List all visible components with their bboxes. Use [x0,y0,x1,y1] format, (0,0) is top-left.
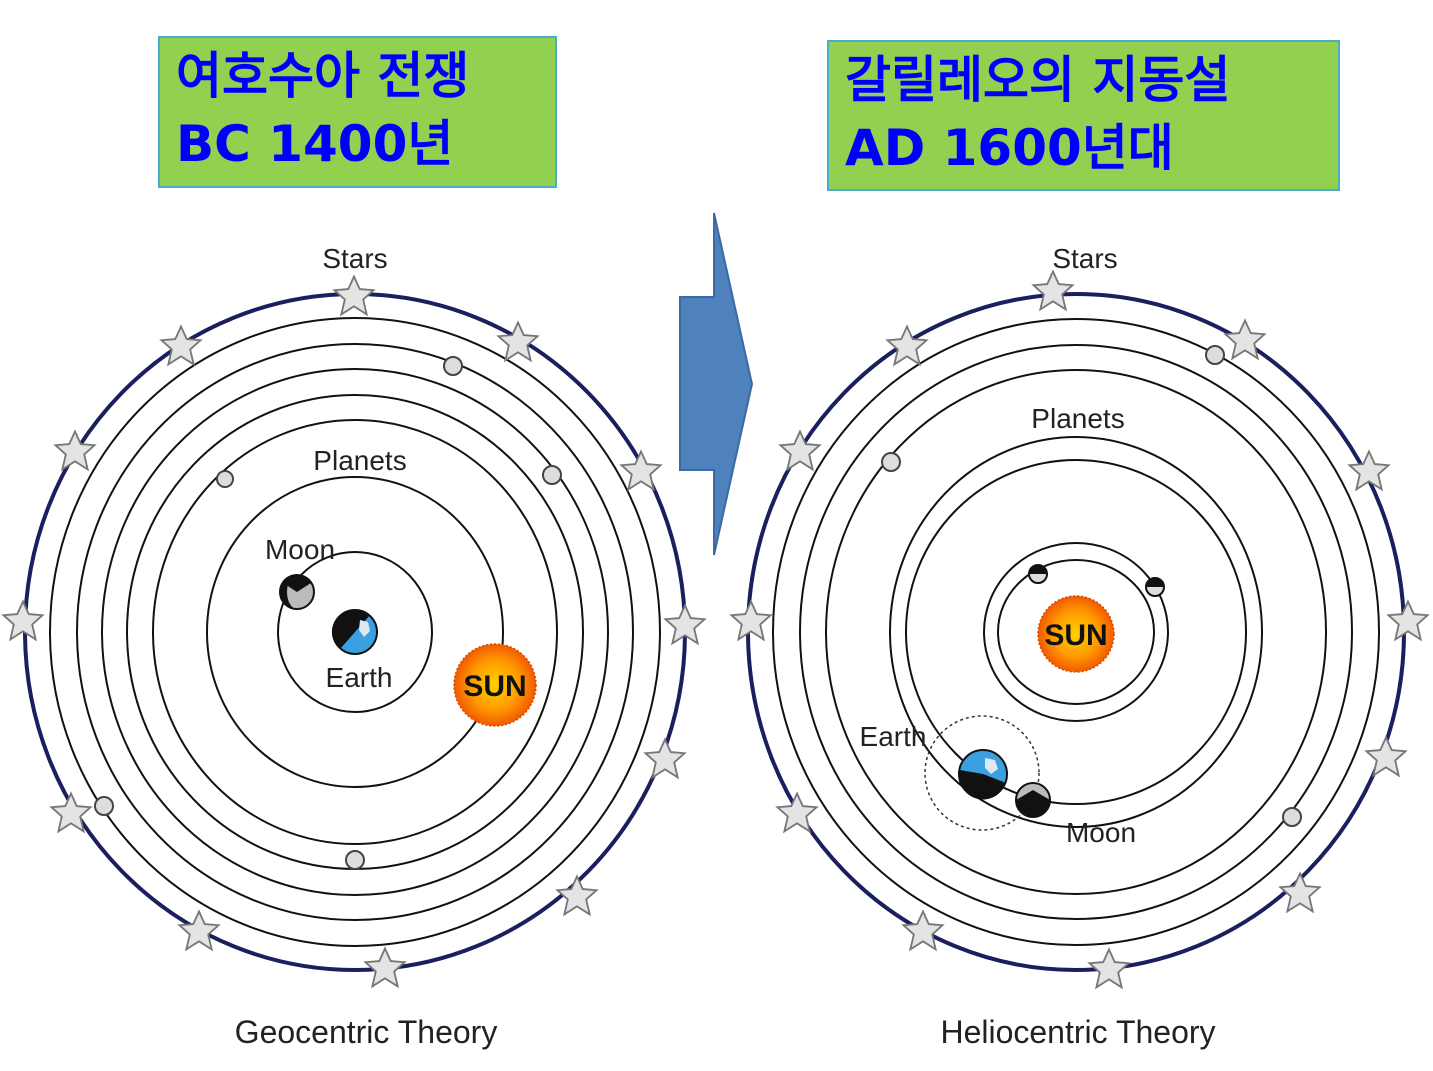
helio-orbit [983,542,1169,722]
star-icon [779,430,821,471]
title-left-line2: BC 1400년 [176,115,454,173]
geo-orbit [152,419,558,845]
star-icon [160,325,202,366]
helio-planet [1282,807,1302,827]
star-icon [54,430,96,471]
geo-orbit [49,317,661,947]
title-left-line1: 여호수아 전쟁 [176,47,470,105]
helio-inner-planet [1028,564,1048,584]
title-box-left: 여호수아 전쟁 BC 1400년 [158,36,557,188]
helio-inner-planet [1145,577,1165,597]
helio-earth-label: Earth [860,721,927,752]
geo-planet [94,796,114,816]
geo-earth-label: Earth [326,662,393,693]
helio-orbit [889,436,1263,828]
star-icon [730,600,772,641]
geocentric-diagram: Stars Planets Moon Earth SUN Geocentric … [2,243,706,1050]
geo-stars-label: Stars [322,243,387,274]
geo-sun-label: SUN [463,670,526,703]
helio-stars-label: Stars [1052,243,1117,274]
star-icon [1365,736,1407,777]
star-icon [1279,872,1321,913]
star-icon [556,875,598,916]
helio-moon-label: Moon [1066,817,1136,848]
title-right-line2: AD 1600년대 [845,119,1174,177]
star-icon [620,450,662,491]
star-icon [2,600,44,641]
geo-planet [345,850,365,870]
helio-earth [958,749,1008,800]
geo-caption: Geocentric Theory [235,1014,498,1050]
title-box-right: 갈릴레오의 지동설 AD 1600년대 [827,40,1340,191]
geo-orbit [101,368,609,896]
geo-planet [216,470,234,488]
heliocentric-diagram: Stars Planets Earth Moon SUN Heliocentri… [730,243,1429,1050]
star-icon [364,947,406,988]
geo-orbit [206,476,504,788]
star-icon [497,321,539,362]
helio-orbit [905,459,1247,805]
helio-sun [1037,595,1115,673]
geo-sun [453,643,537,727]
star-icon [1032,270,1074,311]
geo-moon-orbit [277,551,433,713]
helio-sun-label: SUN [1044,619,1107,652]
geo-planet [542,465,562,485]
geo-planet [443,356,463,376]
helio-orbit [825,369,1327,895]
star-icon [902,910,944,951]
geo-moon-label: Moon [265,534,335,565]
helio-orbit [997,559,1155,705]
star-icon [644,738,686,779]
helio-orbit [799,344,1353,920]
arrow-shape [679,212,754,556]
helio-planets-label: Planets [1031,403,1124,434]
title-right-line1: 갈릴레오의 지동설 [845,51,1231,109]
star-icon [333,275,375,316]
geo-earth [331,609,378,655]
star-icon [776,792,818,833]
helio-moon [1015,782,1051,818]
star-icon [178,910,220,951]
helio-orbit [772,318,1380,946]
helio-caption: Heliocentric Theory [940,1014,1215,1050]
helio-planet [881,452,901,472]
geo-planets-label: Planets [313,445,406,476]
geo-orbit [76,343,634,921]
helio-planet [1205,345,1225,365]
geo-moon [279,574,315,610]
star-icon [1387,600,1429,641]
helio-moon-orbit [924,715,1040,831]
star-icon [1088,948,1130,989]
